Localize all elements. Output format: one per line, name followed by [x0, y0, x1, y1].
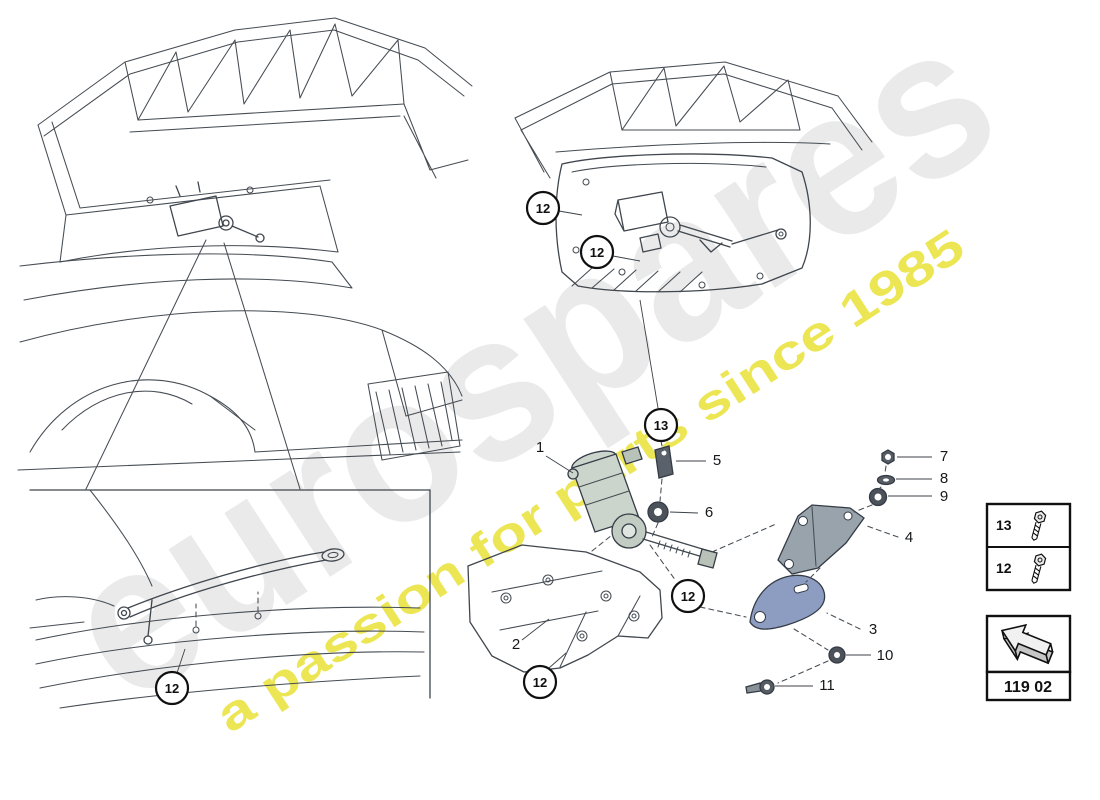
- callout-13-exploded[interactable]: 13: [643, 407, 679, 443]
- svg-text:12: 12: [681, 589, 695, 604]
- part-label-5[interactable]: 5: [713, 452, 721, 469]
- part-6-grommet: [647, 501, 669, 523]
- part-label-6[interactable]: 6: [705, 504, 713, 521]
- part-label-1[interactable]: 1: [536, 439, 544, 456]
- direction-box: [985, 614, 1072, 674]
- callouts: 12 12 12 13 12 12: [154, 190, 706, 706]
- legend-label-12: 12: [996, 560, 1012, 576]
- part-label-4[interactable]: 4: [905, 529, 913, 546]
- part-7-nut: [881, 449, 895, 465]
- part-label-8[interactable]: 8: [940, 470, 948, 487]
- fastener-legend: 13 12: [985, 502, 1072, 592]
- chassis-overview-drawing: [17, 17, 473, 490]
- part-5-clip: [654, 445, 674, 479]
- part-labels: 1 2 3 4 5 6 7 8 9 10 11: [512, 439, 948, 694]
- svg-text:12: 12: [536, 201, 550, 216]
- wiper-motor-zoom: [614, 191, 787, 253]
- callout-12-top-right-b[interactable]: 12: [579, 234, 615, 270]
- svg-text:12: 12: [590, 245, 604, 260]
- callout-12-exploded-bottom[interactable]: 12: [522, 664, 558, 700]
- part-label-9[interactable]: 9: [940, 488, 948, 505]
- cowl-zoom-drawing: [514, 61, 873, 409]
- svg-text:13: 13: [654, 418, 668, 433]
- wiper-motor-location: [146, 181, 265, 243]
- part-label-7[interactable]: 7: [940, 448, 948, 465]
- part-4-support-bracket: [777, 504, 865, 575]
- part-2-mounting-bracket: [467, 544, 663, 673]
- callout-12-top-right-a[interactable]: 12: [525, 190, 561, 226]
- part-label-10[interactable]: 10: [877, 647, 894, 664]
- part-3-lever-bracket: [749, 574, 826, 630]
- part-11-screw: [745, 679, 775, 695]
- callout-12-bottom-left[interactable]: 12: [154, 670, 190, 706]
- exploded-view: [467, 440, 932, 695]
- part-label-11[interactable]: 11: [819, 677, 835, 694]
- diagram-code-box: 119 02: [985, 670, 1072, 702]
- diagram-code: 119 02: [1004, 679, 1052, 696]
- bolt-icon: [1031, 510, 1047, 541]
- callout-12-exploded-mid[interactable]: 12: [670, 578, 706, 614]
- part-label-3[interactable]: 3: [869, 621, 877, 638]
- part-10-grommet: [828, 646, 846, 664]
- wiper-arm-detail-drawing: [29, 489, 431, 709]
- bolt-icon: [1031, 553, 1047, 584]
- part-8-washer: [876, 474, 896, 486]
- direction-arrow-icon: [1000, 623, 1054, 665]
- legend-label-13: 13: [996, 517, 1012, 533]
- part-label-2[interactable]: 2: [512, 636, 520, 653]
- svg-text:12: 12: [165, 681, 179, 696]
- svg-text:12: 12: [533, 675, 547, 690]
- part-9-washer: [868, 487, 888, 507]
